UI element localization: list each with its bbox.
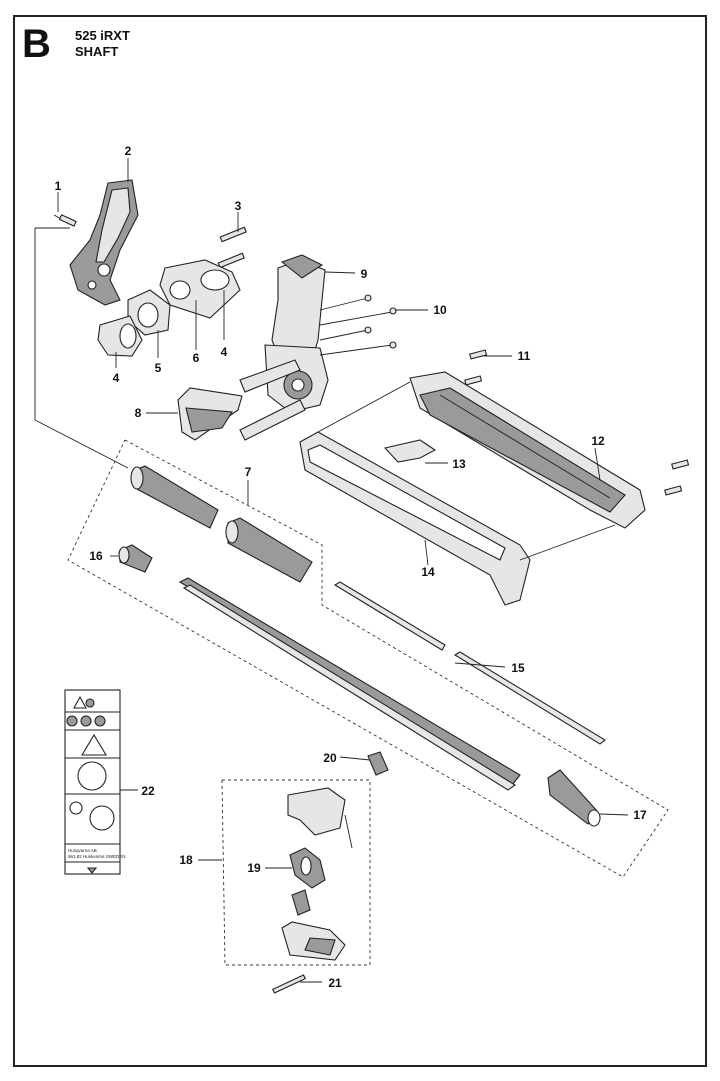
page-frame	[13, 15, 707, 1067]
part-16-bushing	[118, 544, 153, 573]
part-10-screws	[319, 294, 397, 356]
read-manual-icon	[85, 698, 95, 708]
group-outline-18	[221, 779, 371, 966]
part-ref-2: 2	[125, 144, 132, 158]
part-14-base-frame	[299, 381, 616, 606]
part-ref-7: 7	[245, 465, 252, 479]
part-5-clamp-ring	[127, 289, 171, 336]
part-ref-13: 13	[452, 457, 466, 471]
part-13-clip	[383, 439, 437, 463]
part-numbers: 1 2 3 4 4 5 6 7 8 9 10 11 12 13 14 15 16…	[55, 144, 647, 990]
part-ref-8: 8	[135, 406, 142, 420]
part-12-frame-rail	[409, 349, 690, 529]
part-4-bushing-lower	[97, 315, 143, 357]
part-ref-9: 9	[361, 267, 368, 281]
drive-shaft	[333, 581, 606, 745]
part-21-bolt	[272, 974, 322, 994]
part-ref-10: 10	[433, 303, 447, 317]
part-18-lower-half	[281, 921, 346, 961]
gloves-icon	[94, 715, 106, 727]
part-8-front-handle	[177, 359, 306, 441]
part-ref-11: 11	[518, 349, 531, 363]
model-name: 525 iRXT	[75, 28, 130, 43]
part-ref-3: 3	[235, 199, 242, 213]
part-7-grips	[130, 465, 313, 583]
part-1-screw	[53, 214, 77, 227]
part-20-knob	[367, 751, 389, 776]
part-ref-5: 5	[155, 361, 162, 375]
part-18-loop-assembly	[287, 787, 353, 849]
decal-maker-text: Husqvarna AB	[68, 848, 97, 853]
part-ref-1: 1	[55, 179, 62, 193]
no-blade-icon	[69, 801, 83, 815]
ear-protection-icon	[66, 715, 78, 727]
eye-protection-icon	[80, 715, 92, 727]
rotation-icon	[89, 805, 115, 831]
distance-warning-icon	[77, 761, 107, 791]
arrow-down-icon	[86, 867, 98, 874]
part-19-loop-ring	[289, 847, 326, 889]
part-ref-18: 18	[179, 853, 193, 867]
shaft-tube	[178, 577, 521, 791]
part-ref-6: 6	[193, 351, 200, 365]
part-ref-16: 16	[89, 549, 103, 563]
part-ref-21: 21	[328, 976, 342, 990]
part-ref-15: 15	[511, 661, 525, 675]
part-ref-20: 20	[323, 751, 337, 765]
part-9-rear-handle	[264, 254, 329, 413]
part-6-clamp	[159, 259, 241, 319]
part-2-handle-half	[69, 179, 139, 306]
warning-triangle-icon	[81, 733, 107, 756]
part-ref-14: 14	[421, 565, 435, 579]
part-22-decal: Husqvarna AB 561 82 Huskvarna SWEDEN	[64, 689, 126, 875]
part-ref-17: 17	[633, 808, 647, 822]
group-outline-7	[67, 439, 669, 878]
leader-lines	[57, 158, 629, 869]
part-3-screws	[217, 226, 247, 269]
section-letter: B	[22, 22, 51, 66]
part-ref-19: 19	[247, 861, 261, 875]
warning-triangle-icon	[73, 695, 87, 709]
part-ref-4-upper: 4	[221, 345, 228, 359]
part-ref-4-lower: 4	[113, 371, 120, 385]
part-18-insert	[291, 889, 311, 916]
part-ref-12: 12	[591, 434, 605, 448]
assembly-line-left	[34, 228, 129, 469]
diagram-title: SHAFT	[75, 44, 119, 59]
decal-address-text: 561 82 Huskvarna SWEDEN	[68, 854, 126, 859]
part-17-end-cap	[547, 769, 601, 827]
part-ref-22: 22	[141, 784, 155, 798]
